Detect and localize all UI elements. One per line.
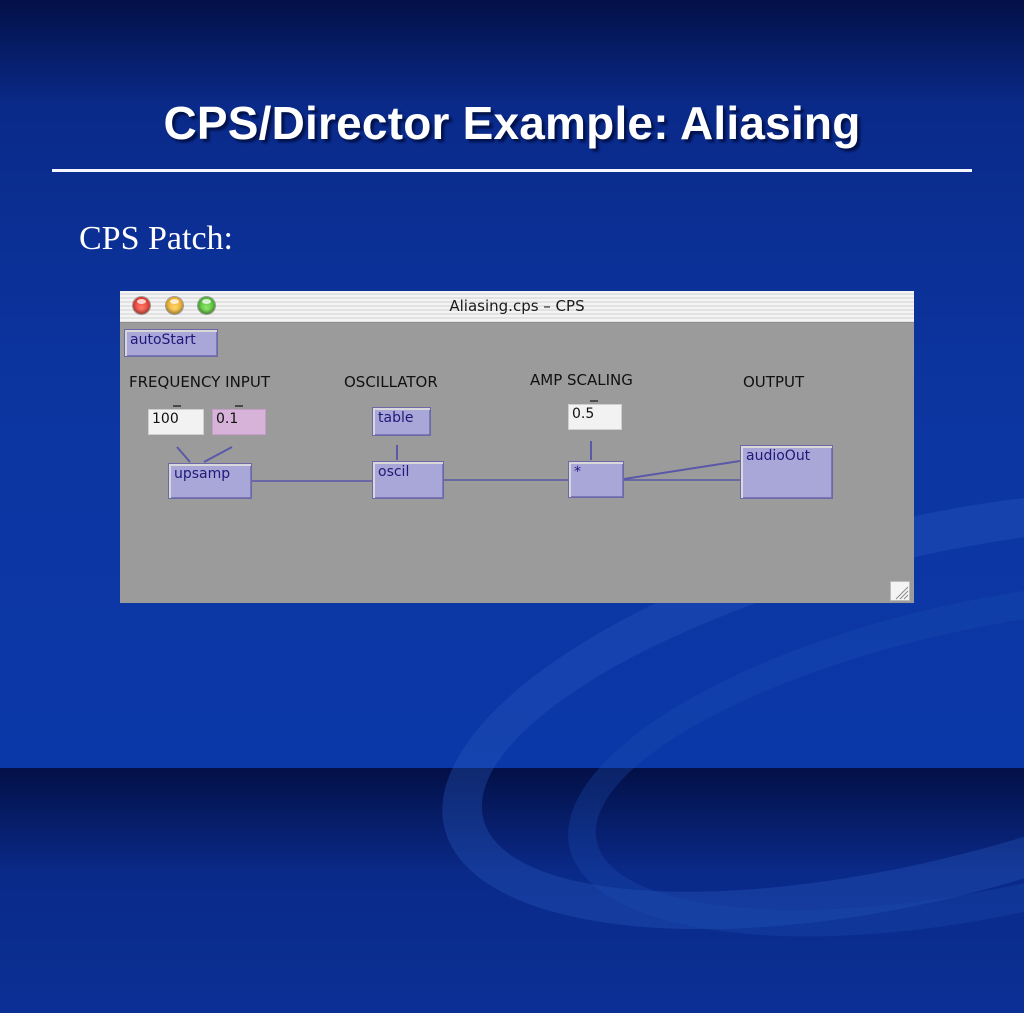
autostart-button[interactable]: autoStart [124,329,218,357]
minimize-window-icon[interactable] [166,297,183,314]
inlet-mark [235,405,243,407]
resize-grip-icon[interactable] [890,581,910,601]
cps-window: Aliasing.cps – CPS autoStart FREQUENCY I [120,291,914,603]
patch-wires [173,400,741,482]
amplitude-number-box[interactable]: 0.5 [568,404,622,430]
wire [623,460,741,480]
resize-grip-lines [895,586,909,600]
oscil-object[interactable]: oscil [372,461,444,499]
slide-subtitle: CPS Patch: [79,220,233,257]
window-title: Aliasing.cps – CPS [449,297,585,315]
upsample-number-box[interactable]: 0.1 [212,409,266,435]
inlet-mark [173,405,181,407]
wire [176,446,191,463]
patch-canvas[interactable]: autoStart FREQUENCY INPUT OSCILLATOR AMP… [120,323,914,603]
title-divider [52,169,972,172]
multiply-object[interactable]: * [568,461,624,498]
close-window-icon[interactable] [133,297,150,314]
inlet-mark [590,400,598,402]
slide-title: CPS/Director Example: Aliasing [163,97,861,149]
section-label-output: OUTPUT [743,373,805,391]
section-label-oscillator: OSCILLATOR [344,373,438,391]
zoom-window-icon[interactable] [198,297,215,314]
section-label-frequency-input: FREQUENCY INPUT [129,373,270,391]
frequency-number-box[interactable]: 100 [148,409,204,435]
window-titlebar[interactable]: Aliasing.cps – CPS [120,291,914,323]
wire [203,446,233,463]
audio-out-object[interactable]: audioOut [740,445,833,499]
section-label-amp-scaling: AMP SCALING [530,371,633,389]
table-object[interactable]: table [372,407,431,436]
upsamp-object[interactable]: upsamp [168,463,252,499]
